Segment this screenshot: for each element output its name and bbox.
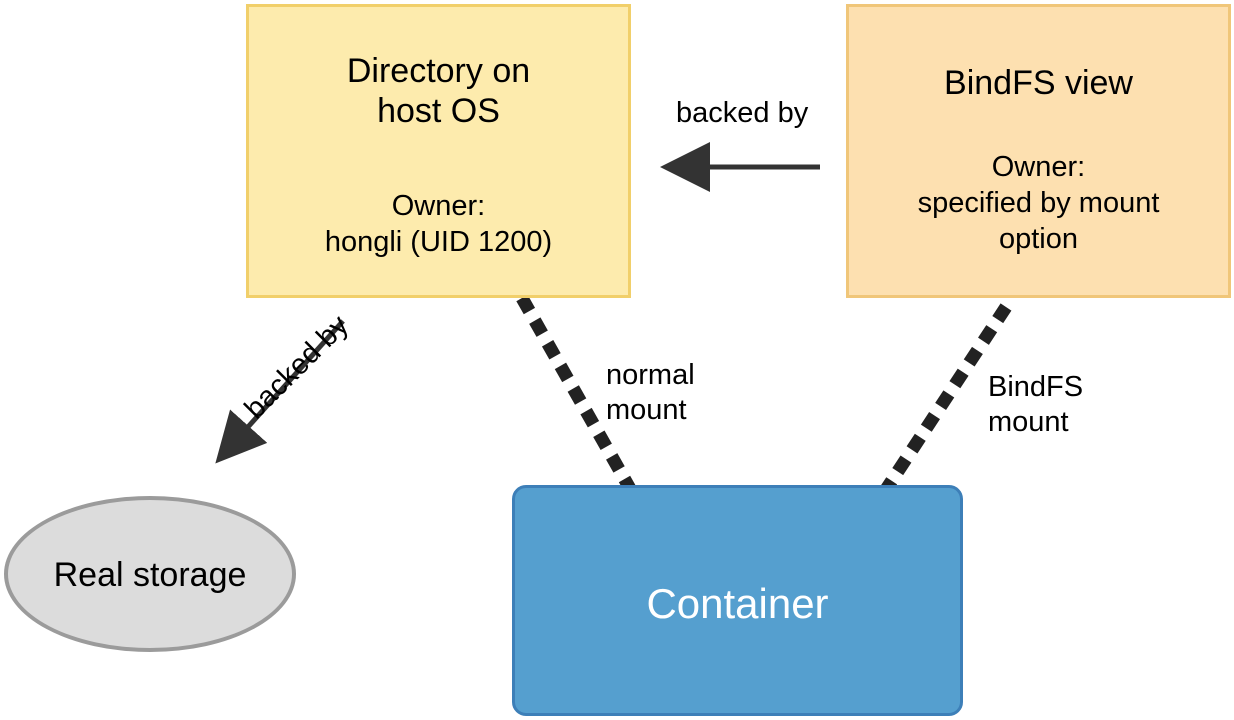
label-bindfs-mount: BindFS mount bbox=[988, 371, 1084, 438]
host-directory-title: Directory on host OS bbox=[346, 52, 531, 130]
dotted-line-bindfs-mount bbox=[877, 303, 1012, 498]
container-box: Container bbox=[512, 485, 963, 716]
real-storage-ellipse: Real storage bbox=[4, 496, 296, 652]
arrow-host-to-storage bbox=[215, 319, 345, 464]
host-directory-owner: Owner: hongli (UID 1200) bbox=[324, 190, 553, 258]
label-backed-by-bindfs: backed by bbox=[676, 97, 809, 129]
dotted-line-normal-mount bbox=[516, 294, 639, 498]
bindfs-view-title: BindFS view bbox=[944, 64, 1133, 102]
bindfs-view-owner: Owner: specified by mount option bbox=[917, 151, 1160, 255]
host-directory-box: Directory on host OS Owner: hongli (UID … bbox=[246, 4, 631, 298]
label-normal-mount: normal mount bbox=[606, 359, 695, 426]
container-title: Container bbox=[646, 580, 829, 627]
real-storage-title: Real storage bbox=[53, 556, 247, 594]
bindfs-view-box: BindFS view Owner: specified by mount op… bbox=[846, 4, 1231, 298]
